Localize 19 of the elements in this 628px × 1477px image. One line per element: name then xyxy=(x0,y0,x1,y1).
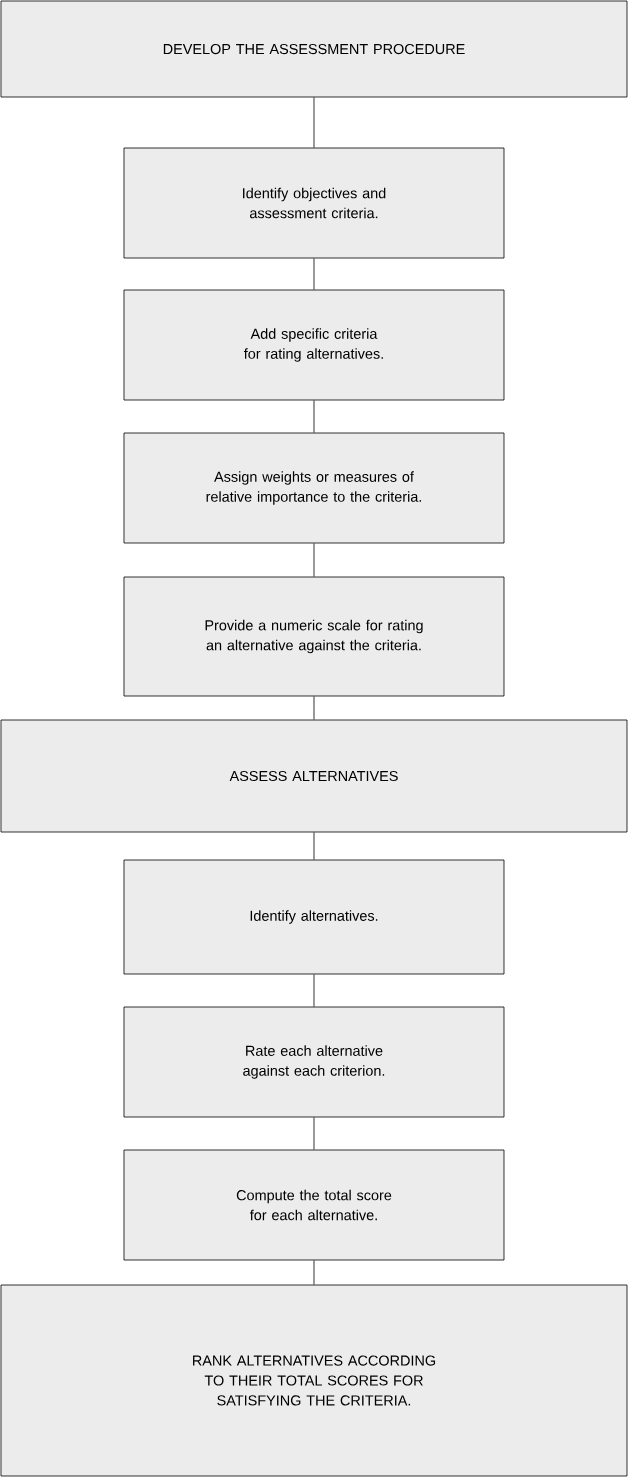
process-box: Add specific criteria for rating alternatives. xyxy=(123,289,505,401)
connector-line xyxy=(313,832,315,860)
connector-line xyxy=(313,400,315,433)
connector-line xyxy=(313,696,315,720)
process-box: Identify objectives and assessment criteria. xyxy=(123,147,505,259)
connector-line xyxy=(313,974,315,1007)
stage-box: ASSESS ALTERNATIVES xyxy=(0,719,628,833)
stage-box: DEVELOP THE ASSESSMENT PROCEDURE xyxy=(0,0,628,98)
process-box: Assign weights or measures of relative importance to the criteria. xyxy=(123,432,505,544)
connector-line xyxy=(313,258,315,290)
stage-box: RANK ALTERNATIVES ACCORDING TO THEIR TOTAL SCORES FOR SATISFYING THE CRITERIA. xyxy=(0,1284,628,1477)
connector-line xyxy=(313,1117,315,1150)
connector-line xyxy=(313,97,315,148)
process-box: Identify alternatives. xyxy=(123,859,505,975)
process-box: Rate each alternative against each criterion. xyxy=(123,1006,505,1118)
process-box: Compute the total score for each alternative. xyxy=(123,1149,505,1261)
process-box: Provide a numeric scale for rating an alternative against the criteria. xyxy=(123,576,505,697)
connector-line xyxy=(313,1260,315,1285)
connector-line xyxy=(313,543,315,577)
